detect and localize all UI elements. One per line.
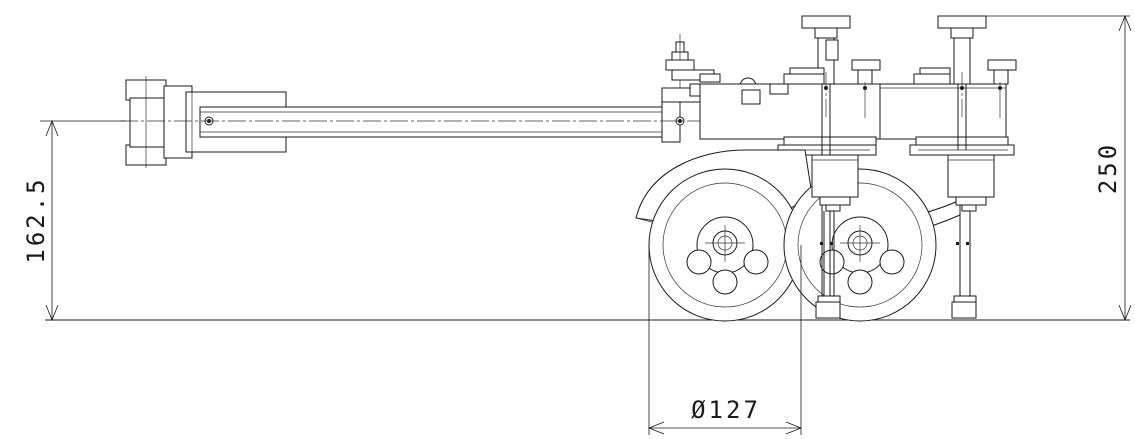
- dimension-label-wheel-diameter: Ø127: [691, 396, 761, 424]
- dimension-label-overall-height: 250: [1094, 142, 1122, 194]
- post-assembly-2: [913, 15, 1017, 319]
- dimension-overall-height: 250: [986, 14, 1132, 322]
- wheel-front: [648, 168, 802, 322]
- dimension-label-height-to-arm: 162.5: [22, 176, 50, 263]
- wheel-rear: [783, 168, 937, 322]
- dimension-height-to-arm: 162.5: [22, 119, 126, 322]
- dimension-wheel-diameter: Ø127: [647, 245, 803, 435]
- carriage-body: [699, 83, 1015, 156]
- arm-assembly: [120, 76, 705, 168]
- post-assembly-1: [783, 15, 881, 319]
